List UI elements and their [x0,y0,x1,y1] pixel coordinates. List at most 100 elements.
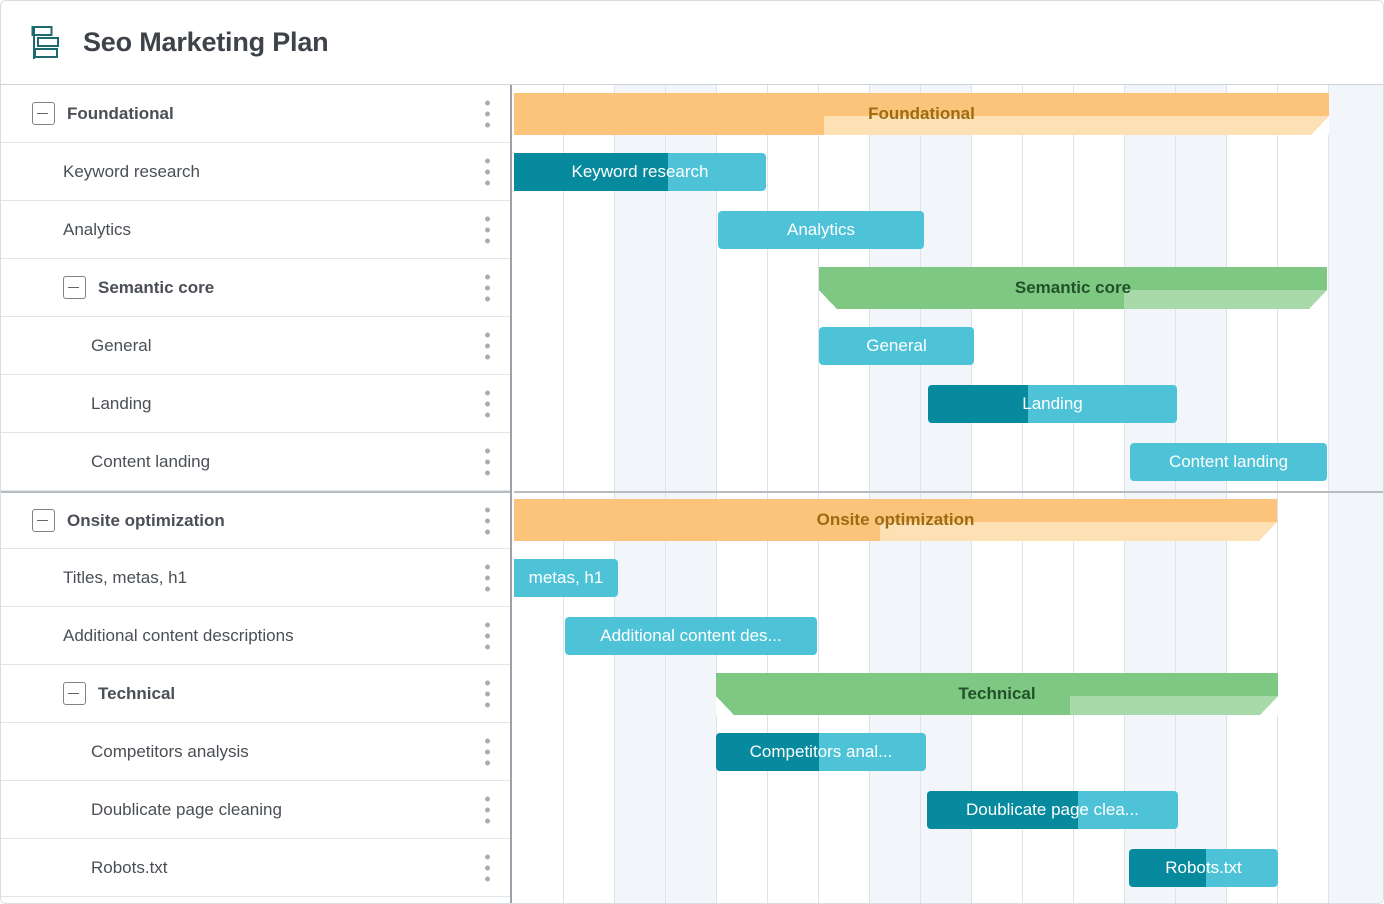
task-progress-fill [716,733,819,771]
timeline-gridline [971,85,972,903]
row-separator [514,607,1383,608]
task-bar-label: Doublicate page clea... [966,800,1139,819]
timeline-gridline [1124,85,1125,903]
gantt-task-bar[interactable]: metas, h1 [514,559,618,597]
task-row-label: Competitors analysis [91,741,249,761]
row-menu-icon[interactable] [485,216,490,243]
task-row-content: Content landing [1,451,510,472]
task-row[interactable]: Competitors analysis [1,723,510,781]
collapse-toggle-icon[interactable] [32,102,55,125]
gantt-task-bar[interactable]: Robots.txt [1129,849,1278,887]
timeline-gridline [869,85,870,903]
task-row[interactable]: Landing [1,375,510,433]
row-separator [514,317,1383,318]
row-menu-icon[interactable] [485,680,490,707]
gantt-task-bar[interactable]: Landing [928,385,1177,423]
summary-bar-label: Semantic core [1014,278,1132,297]
collapse-toggle-icon[interactable] [63,682,86,705]
gantt-summary-bar[interactable]: Foundational [514,93,1329,135]
task-row[interactable]: Analytics [1,201,510,259]
summary-cap-left-icon [716,696,734,715]
gantt-task-bar[interactable]: General [819,327,974,365]
task-bar-label: Competitors anal... [749,742,893,761]
task-bar-label: Robots.txt [1165,858,1242,877]
gantt-task-bar[interactable]: Doublicate page clea... [927,791,1178,829]
row-menu-icon[interactable] [485,448,490,475]
task-row-content: Analytics [1,220,510,240]
task-row-label: Keyword research [63,161,201,181]
summary-progress-fill [514,116,824,135]
task-bar-label: Keyword research [571,162,709,181]
task-row-label: Foundational [67,103,174,123]
summary-bar-label: Foundational [868,104,975,123]
task-bar-label: Analytics [786,220,856,239]
timeline-gridline [818,85,819,903]
app-header: Seo Marketing Plan [1,1,1383,85]
summary-bar-body [514,499,1277,522]
timeline-gridline [920,85,921,903]
task-row-content: Competitors analysis [1,741,510,762]
collapse-toggle-icon[interactable] [32,509,55,532]
task-row[interactable]: Foundational [1,85,510,143]
row-menu-icon[interactable] [485,274,490,301]
task-row-label: Doublicate page cleaning [91,799,282,819]
row-separator [514,433,1383,434]
task-row[interactable]: Onsite optimization [1,491,510,549]
summary-bar-body [819,267,1327,290]
row-menu-icon[interactable] [485,100,490,127]
timeline-background [514,85,1383,903]
task-row-label: Content landing [91,451,211,471]
gantt-summary-bar[interactable]: Onsite optimization [514,499,1277,541]
row-menu-icon[interactable] [485,738,490,765]
task-row-content: General [1,336,510,356]
gantt-task-bar[interactable]: Keyword research [514,153,766,191]
task-row[interactable]: Robots.txt [1,839,510,897]
gantt-task-bar[interactable]: Competitors anal... [716,733,926,771]
task-row[interactable]: Content landing [1,433,510,491]
gantt-task-bar[interactable]: Content landing [1130,443,1327,481]
task-row-content: Titles, metas, h1 [1,567,510,588]
gantt-task-bar[interactable]: Additional content des... [565,617,817,655]
timeline-gridline [614,85,615,903]
task-row-content: Robots.txt [1,857,510,878]
timeline-gridline [665,85,666,903]
task-row[interactable]: General [1,317,510,375]
timeline-gridline [1073,85,1074,903]
timeline-gridline [716,85,717,903]
task-row-label: Titles, metas, h1 [63,567,188,587]
row-menu-icon[interactable] [485,390,490,417]
row-menu-icon[interactable] [485,564,490,591]
gantt-summary-bar[interactable]: Semantic core [819,267,1327,309]
task-progress-fill [927,791,1078,829]
collapse-toggle-icon[interactable] [63,276,86,299]
task-row[interactable]: Technical [1,665,510,723]
task-row[interactable]: Titles, metas, h1 [1,549,510,607]
summary-cap-left-icon [819,290,837,309]
gantt-summary-bar[interactable]: Technical [716,673,1278,715]
row-menu-icon[interactable] [485,622,490,649]
task-row-content: Doublicate page cleaning [1,799,510,820]
row-menu-icon[interactable] [485,854,490,881]
summary-progress-fill [819,290,1124,309]
timeline-gridline [767,85,768,903]
row-menu-icon[interactable] [485,332,490,359]
row-menu-icon[interactable] [485,796,490,823]
row-menu-icon[interactable] [485,507,490,534]
task-row-label: Robots.txt [91,857,168,877]
timeline-gridline [1226,85,1227,903]
task-row[interactable]: Doublicate page cleaning [1,781,510,839]
task-row[interactable]: Keyword research [1,143,510,201]
task-row[interactable]: Semantic core [1,259,510,317]
row-separator [514,85,1383,86]
gantt-task-bar[interactable]: Analytics [718,211,924,249]
section-separator [514,491,1383,493]
summary-bar-body [514,93,1329,116]
row-separator [514,549,1383,550]
task-row[interactable]: Additional content descriptions [1,607,510,665]
task-row-label: Landing [91,393,152,413]
row-menu-icon[interactable] [485,158,490,185]
task-bar-label: Additional content des... [600,626,782,645]
